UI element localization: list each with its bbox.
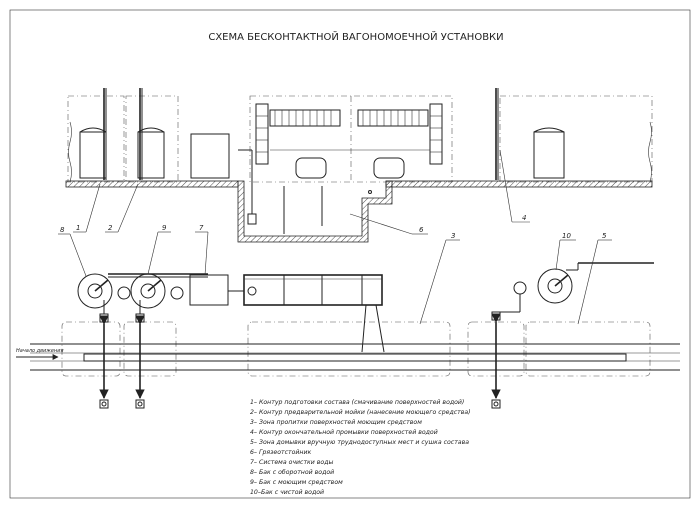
- legend-item-4: 4– Контур окончательной промывки поверхн…: [250, 429, 438, 436]
- zone-5-outline: [525, 321, 651, 377]
- cabinet-top: [190, 133, 230, 179]
- track-pit: [83, 353, 627, 362]
- callouts: 1 2 3 4 5 6 7 8 9 10: [58, 149, 612, 325]
- legend-item-10: 10–Бак с чистой водой: [250, 489, 324, 496]
- diagram-title: СХЕМА БЕСКОНТАКТНОЙ ВАГОНОМОЕЧНОЙ УСТАНО…: [208, 30, 503, 43]
- zone-1-outline: [61, 321, 121, 377]
- pit-pump: [247, 213, 257, 225]
- pipe-basin-1: [361, 304, 367, 353]
- tank-8-stirrer: [94, 279, 109, 292]
- pipe-basin-2: [375, 304, 385, 353]
- tank-8: [77, 273, 113, 309]
- direction-label: Начало движения: [16, 348, 63, 354]
- callout-4: 4: [522, 214, 526, 222]
- tank-top-2: [137, 131, 165, 179]
- pit-wall: [237, 180, 393, 243]
- legend-item-8: 8– Бак с оборотной водой: [250, 468, 334, 476]
- legend: 1– Контур подготовки состава (смачивание…: [250, 399, 471, 496]
- callout-9: 9: [162, 224, 167, 232]
- cross-section: [65, 88, 653, 243]
- callout-8: 8: [60, 226, 65, 234]
- floor-slab-left: [65, 180, 239, 188]
- legend-item-5: 5– Зона домывки вручную труднодоступных …: [250, 439, 469, 446]
- legend-item-3: 3– Зона пропитки поверхностей моющим сре…: [250, 419, 422, 426]
- tank-top-1: [79, 131, 107, 179]
- callout-2: 2: [108, 224, 113, 232]
- tank-8-inner: [87, 283, 103, 299]
- settling-basin-plan: [243, 274, 383, 306]
- water-treatment-box: [189, 274, 229, 306]
- floor-slab-right: [385, 180, 653, 188]
- tank-10-stirrer: [554, 274, 569, 287]
- car-outline-left-1: [67, 95, 125, 183]
- zone-2-outline: [123, 321, 177, 377]
- pump-7: [247, 286, 257, 296]
- tank-top-1-cap: [79, 127, 107, 133]
- car-outline-right: [499, 95, 653, 183]
- pit-drain: [368, 190, 372, 194]
- tank-top-right-cap: [533, 127, 565, 133]
- legend-item-1: 1– Контур подготовки состава (смачивание…: [250, 399, 464, 406]
- callout-6: 6: [419, 226, 424, 234]
- car-outline-left-2: [125, 95, 179, 183]
- pump-8: [117, 286, 131, 300]
- callout-5: 5: [602, 232, 607, 240]
- break-line-left: [68, 121, 72, 183]
- legend-item-2: 2– Контур предварительной мойки (нанесен…: [250, 409, 471, 416]
- legend-item-9: 9– Бак с моющим средством: [250, 479, 343, 486]
- nozzle-1: [99, 313, 109, 409]
- sheet-frame: [9, 9, 691, 499]
- tank-9-stirrer: [147, 279, 162, 292]
- break-line-right: [648, 121, 652, 183]
- legend-item-7: 7– Система очистки воды: [250, 459, 333, 466]
- nozzle-2: [135, 313, 145, 409]
- tank-10: [537, 268, 573, 304]
- tank-9-inner: [140, 283, 156, 299]
- equipment-plan: Начало движения: [16, 262, 680, 409]
- callout-10: 10: [562, 232, 571, 240]
- nozzle-4: [491, 311, 501, 409]
- pump-9: [170, 286, 184, 300]
- callout-7: 7: [199, 224, 204, 232]
- tank-top-right: [533, 131, 565, 179]
- zone-3-outline: [247, 321, 451, 377]
- center-car-details: [255, 103, 443, 179]
- pump-10: [513, 281, 527, 295]
- tank-10-inner: [547, 278, 563, 294]
- callout-1: 1: [76, 224, 80, 232]
- callout-3: 3: [451, 232, 455, 240]
- legend-item-6: 6– Грязеотстойник: [250, 449, 311, 456]
